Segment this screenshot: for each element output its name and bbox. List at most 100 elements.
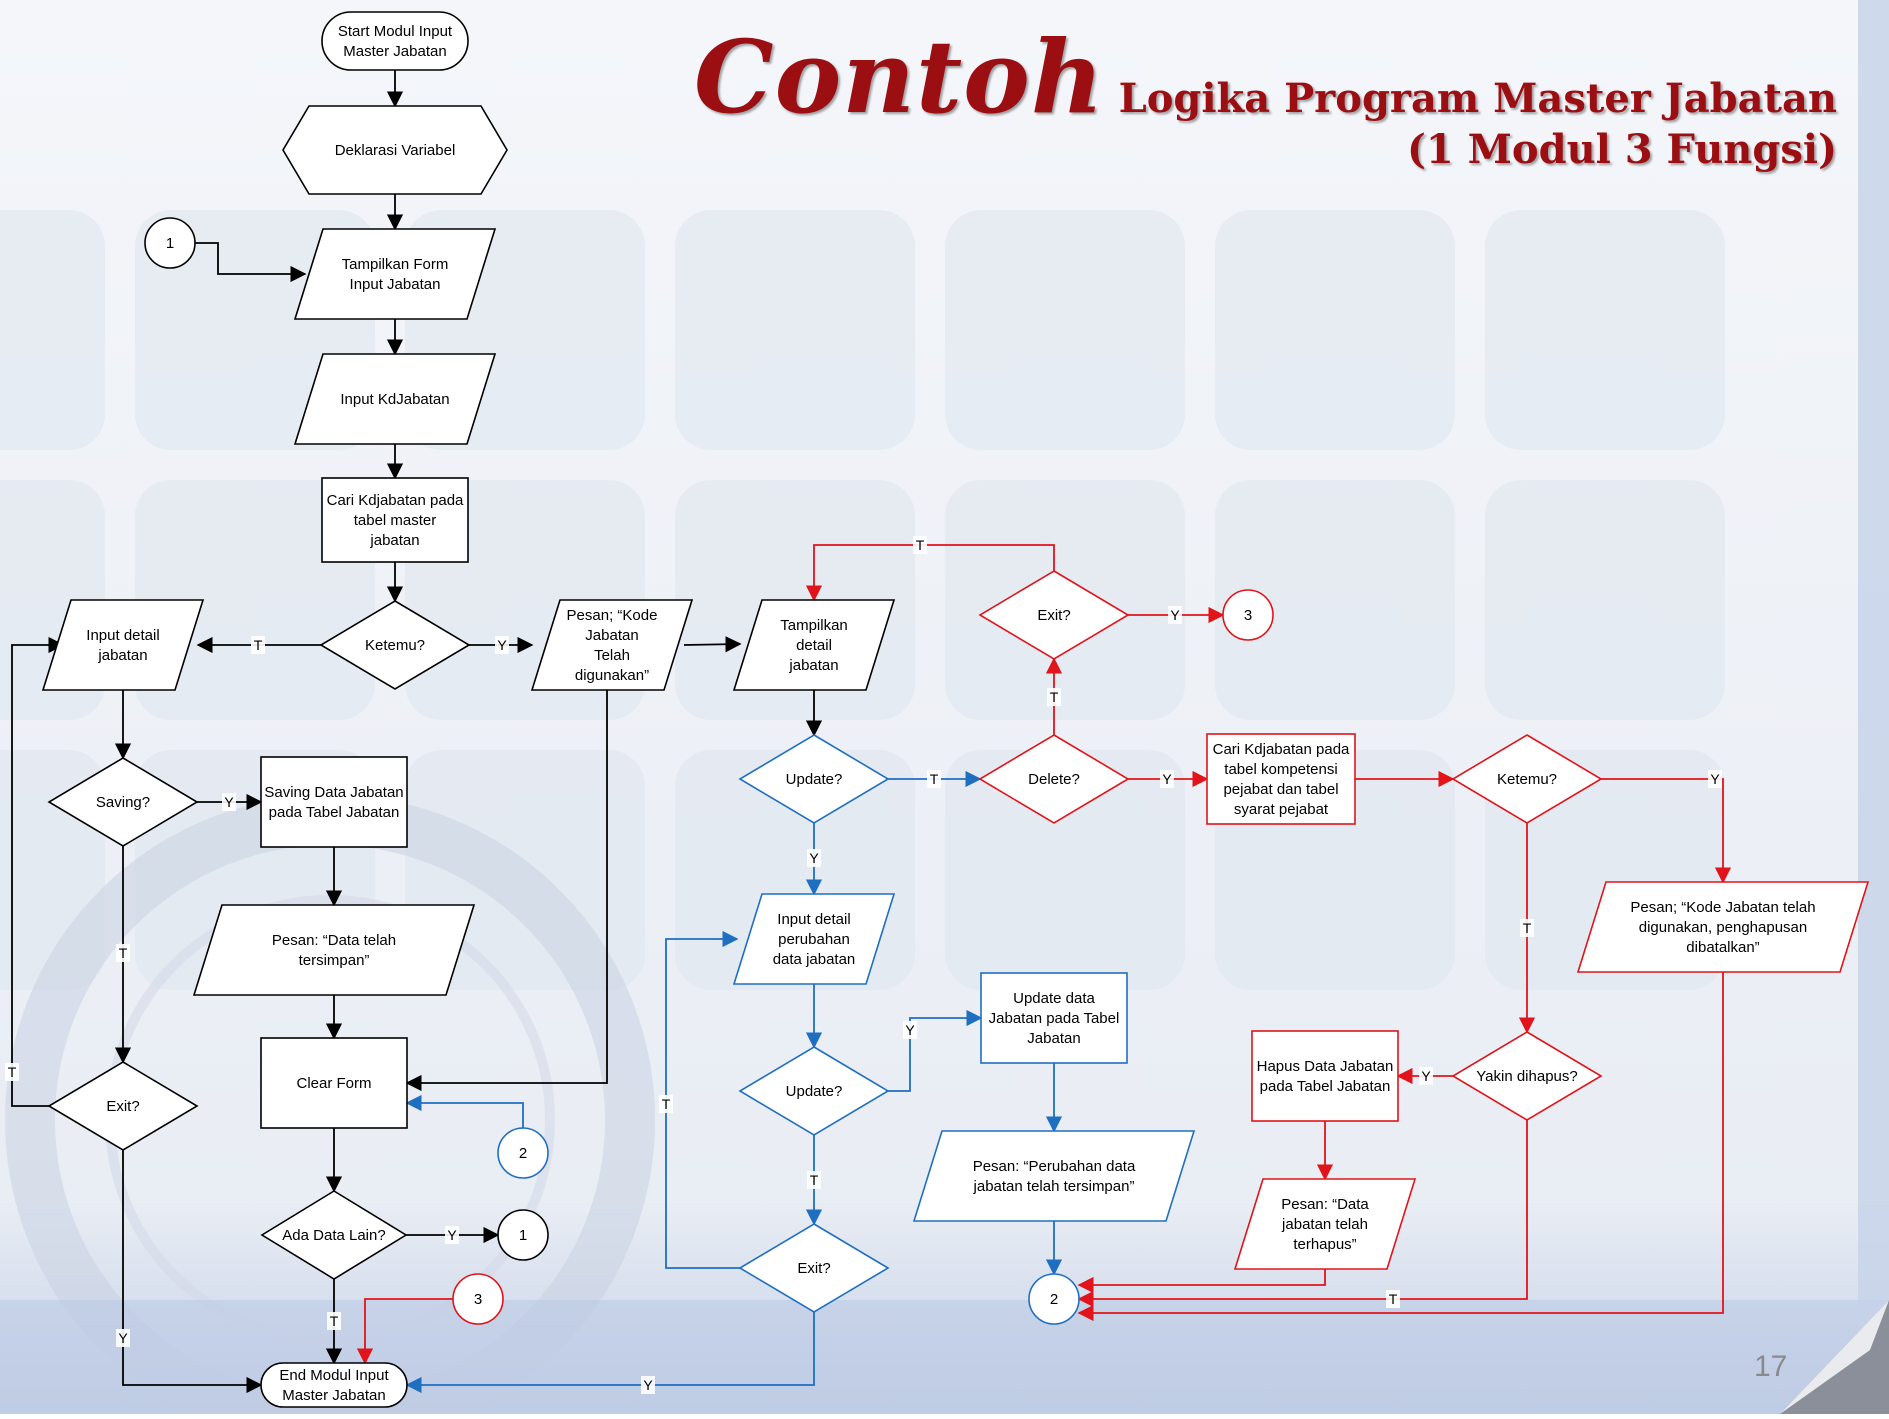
cari-kompetensi-shape: [1206, 733, 1356, 825]
start-shape: [321, 11, 469, 71]
edge-label-bg: [927, 770, 941, 788]
update-data-shape: [980, 972, 1128, 1064]
update-1-node: Update?: [738, 734, 890, 824]
saving-shape: [47, 757, 199, 847]
ada-data-node: Ada Data Lain?: [260, 1190, 408, 1280]
input-perubahan-shape: [732, 893, 896, 985]
edge-label-yes: Y: [118, 1330, 128, 1346]
edge-label-bg: [1160, 770, 1174, 788]
edge-label-yes: Y: [497, 637, 507, 653]
edge-label-bg: [903, 1021, 917, 1039]
tampilkan-detail-label: detail: [796, 637, 832, 654]
connector-1-top-node: 1: [144, 217, 196, 269]
exit-top-label: Exit?: [1037, 607, 1070, 624]
ada-data-shape: [260, 1190, 408, 1280]
pesan-hapus-batal-label: dibatalkan”: [1686, 939, 1759, 956]
edge-label-bg: [495, 636, 509, 654]
pesan-kode-shape: [530, 599, 694, 691]
flow-arrow: [122, 1150, 263, 1394]
edge-label-no: T: [930, 771, 939, 787]
input-kd-label: Input KdJabatan: [340, 391, 449, 408]
update-2-node: Update?: [738, 1046, 890, 1136]
flow-arrow: [11, 636, 65, 1107]
end-label: End Modul Input: [279, 1367, 389, 1384]
exit-mid-node: Exit?: [738, 1223, 890, 1313]
edge-label-bg: [659, 1095, 673, 1113]
end-label: Master Jabatan: [282, 1387, 385, 1404]
edge-label-no: T: [8, 1064, 17, 1080]
start-label: Master Jabatan: [343, 43, 446, 60]
edge-label-no: T: [1523, 920, 1532, 936]
hapus-data-label: pada Tabel Jabatan: [1260, 1078, 1391, 1095]
delete-shape: [978, 734, 1130, 824]
connector-3-top-shape: [1222, 589, 1274, 641]
connector-2-left-label: 2: [519, 1145, 527, 1162]
connector-3-left-node: 3: [452, 1273, 504, 1325]
pesan-simpan-shape: [192, 904, 476, 996]
pesan-kode-label: Jabatan: [585, 627, 638, 644]
connector-1-bottom-label: 1: [519, 1227, 527, 1244]
flow-arrow: [405, 690, 608, 1092]
ketemu-2-shape: [1451, 734, 1603, 824]
edge-label-no: T: [916, 537, 925, 553]
background-tile: [1215, 210, 1455, 450]
tampilkan-detail-label: Tampilkan: [780, 617, 848, 634]
edge-label-bg: [1386, 1290, 1400, 1308]
edge-label-bg: [1047, 688, 1061, 706]
flow-arrow: [195, 242, 307, 283]
yakin-label: Yakin dihapus?: [1476, 1068, 1577, 1085]
saving-node: Saving?: [47, 757, 199, 847]
ketemu-2-label: Ketemu?: [1497, 771, 1557, 788]
edge-label-bg: [327, 1312, 341, 1330]
edge-label-bg: [251, 636, 265, 654]
ketemu-1-label: Ketemu?: [365, 637, 425, 654]
update-2-shape: [738, 1046, 890, 1136]
tampilkan-form-label: Input Jabatan: [350, 276, 441, 293]
edge-label-bg: [222, 793, 236, 811]
update-data-label: Update data: [1013, 990, 1095, 1007]
tampilkan-detail-shape: [732, 599, 896, 691]
edge-label-yes: Y: [447, 1227, 457, 1243]
flow-arrow: [1077, 1269, 1326, 1294]
flow-arrow: [1077, 972, 1724, 1322]
flow-arrow: [405, 1312, 815, 1394]
pesan-simpan-label: Pesan: “Data telah: [272, 932, 396, 949]
title-sub-line1: Logika Program Master Jabatan: [1118, 75, 1837, 122]
edge-label-yes: Y: [809, 850, 819, 866]
edge-label-yes: Y: [224, 794, 234, 810]
right-edge-bar: [1858, 0, 1889, 1414]
background-tile: [1485, 480, 1725, 720]
edge-label-bg: [116, 1329, 130, 1347]
edge-label-yes: Y: [1162, 771, 1172, 787]
edge-label-no: T: [662, 1096, 671, 1112]
edge-label-yes: Y: [1710, 771, 1720, 787]
start-label: Start Modul Input: [338, 23, 453, 40]
input-detail-shape: [41, 599, 205, 691]
exit-left-shape: [47, 1061, 199, 1151]
clear-form-node: Clear Form: [260, 1037, 408, 1129]
connector-2-left-node: 2: [497, 1127, 549, 1179]
pesan-kode-label: Pesan; “Kode: [567, 607, 658, 624]
edge-label-bg: [445, 1226, 459, 1244]
saving-data-label: Saving Data Jabatan: [264, 784, 403, 801]
edge-label-no: T: [810, 1172, 819, 1188]
edge-label-yes: Y: [905, 1022, 915, 1038]
edge-label-bg: [1168, 606, 1182, 624]
edge-label-no: T: [1389, 1291, 1398, 1307]
clear-form-shape: [260, 1037, 408, 1129]
cari-kompetensi-label: pejabat dan tabel: [1223, 781, 1338, 798]
edge-label-no: T: [1050, 689, 1059, 705]
ketemu-1-node: Ketemu?: [319, 600, 471, 690]
flow-arrow: [405, 1094, 524, 1128]
connector-1-top-label: 1: [166, 235, 174, 252]
connector-2-bottom-node: 2: [1028, 1273, 1080, 1325]
edge-label-bg: [807, 1171, 821, 1189]
